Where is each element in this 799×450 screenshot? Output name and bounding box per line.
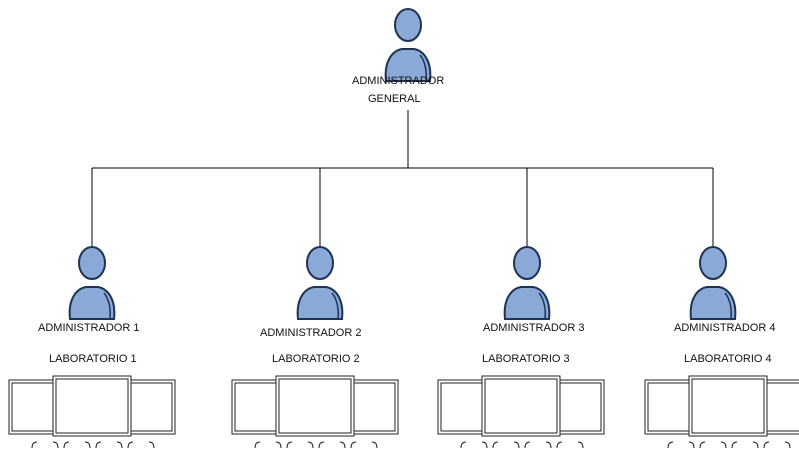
monitor-bank-icon (437, 375, 605, 449)
root-label-line1: ADMINISTRADOR (352, 75, 444, 87)
root-person-icon (384, 8, 432, 82)
admin-label: ADMINISTRADOR 1 (38, 322, 139, 334)
person-icon (689, 246, 737, 320)
lab-label: LABORATORIO 4 (684, 353, 772, 365)
admin-node-1: ADMINISTRADOR 1 LABORATORIO 1 (8, 246, 176, 449)
root-label-line2: GENERAL (368, 93, 421, 105)
admin-label: ADMINISTRADOR 3 (483, 322, 584, 334)
connector-lines (91, 110, 714, 248)
lab-label: LABORATORIO 3 (482, 353, 570, 365)
admin-node-3: ADMINISTRADOR 3 LABORATORIO 3 (437, 246, 605, 449)
admin-label: ADMINISTRADOR 2 (260, 327, 361, 339)
monitor-bank-icon (231, 375, 399, 449)
monitor-bank-icon (8, 375, 176, 449)
admin-node-2: ADMINISTRADOR 2 LABORATORIO 2 (231, 246, 399, 449)
person-icon (296, 246, 344, 320)
lab-label: LABORATORIO 2 (272, 353, 360, 365)
lab-label: LABORATORIO 1 (49, 353, 137, 365)
monitor-bank-icon (644, 375, 799, 449)
person-icon (68, 246, 116, 320)
admin-label: ADMINISTRADOR 4 (674, 322, 775, 334)
root-node: ADMINISTRADOR GENERAL (352, 8, 444, 105)
person-icon (503, 246, 551, 320)
admin-node-4: ADMINISTRADOR 4 LABORATORIO 4 (644, 246, 799, 449)
